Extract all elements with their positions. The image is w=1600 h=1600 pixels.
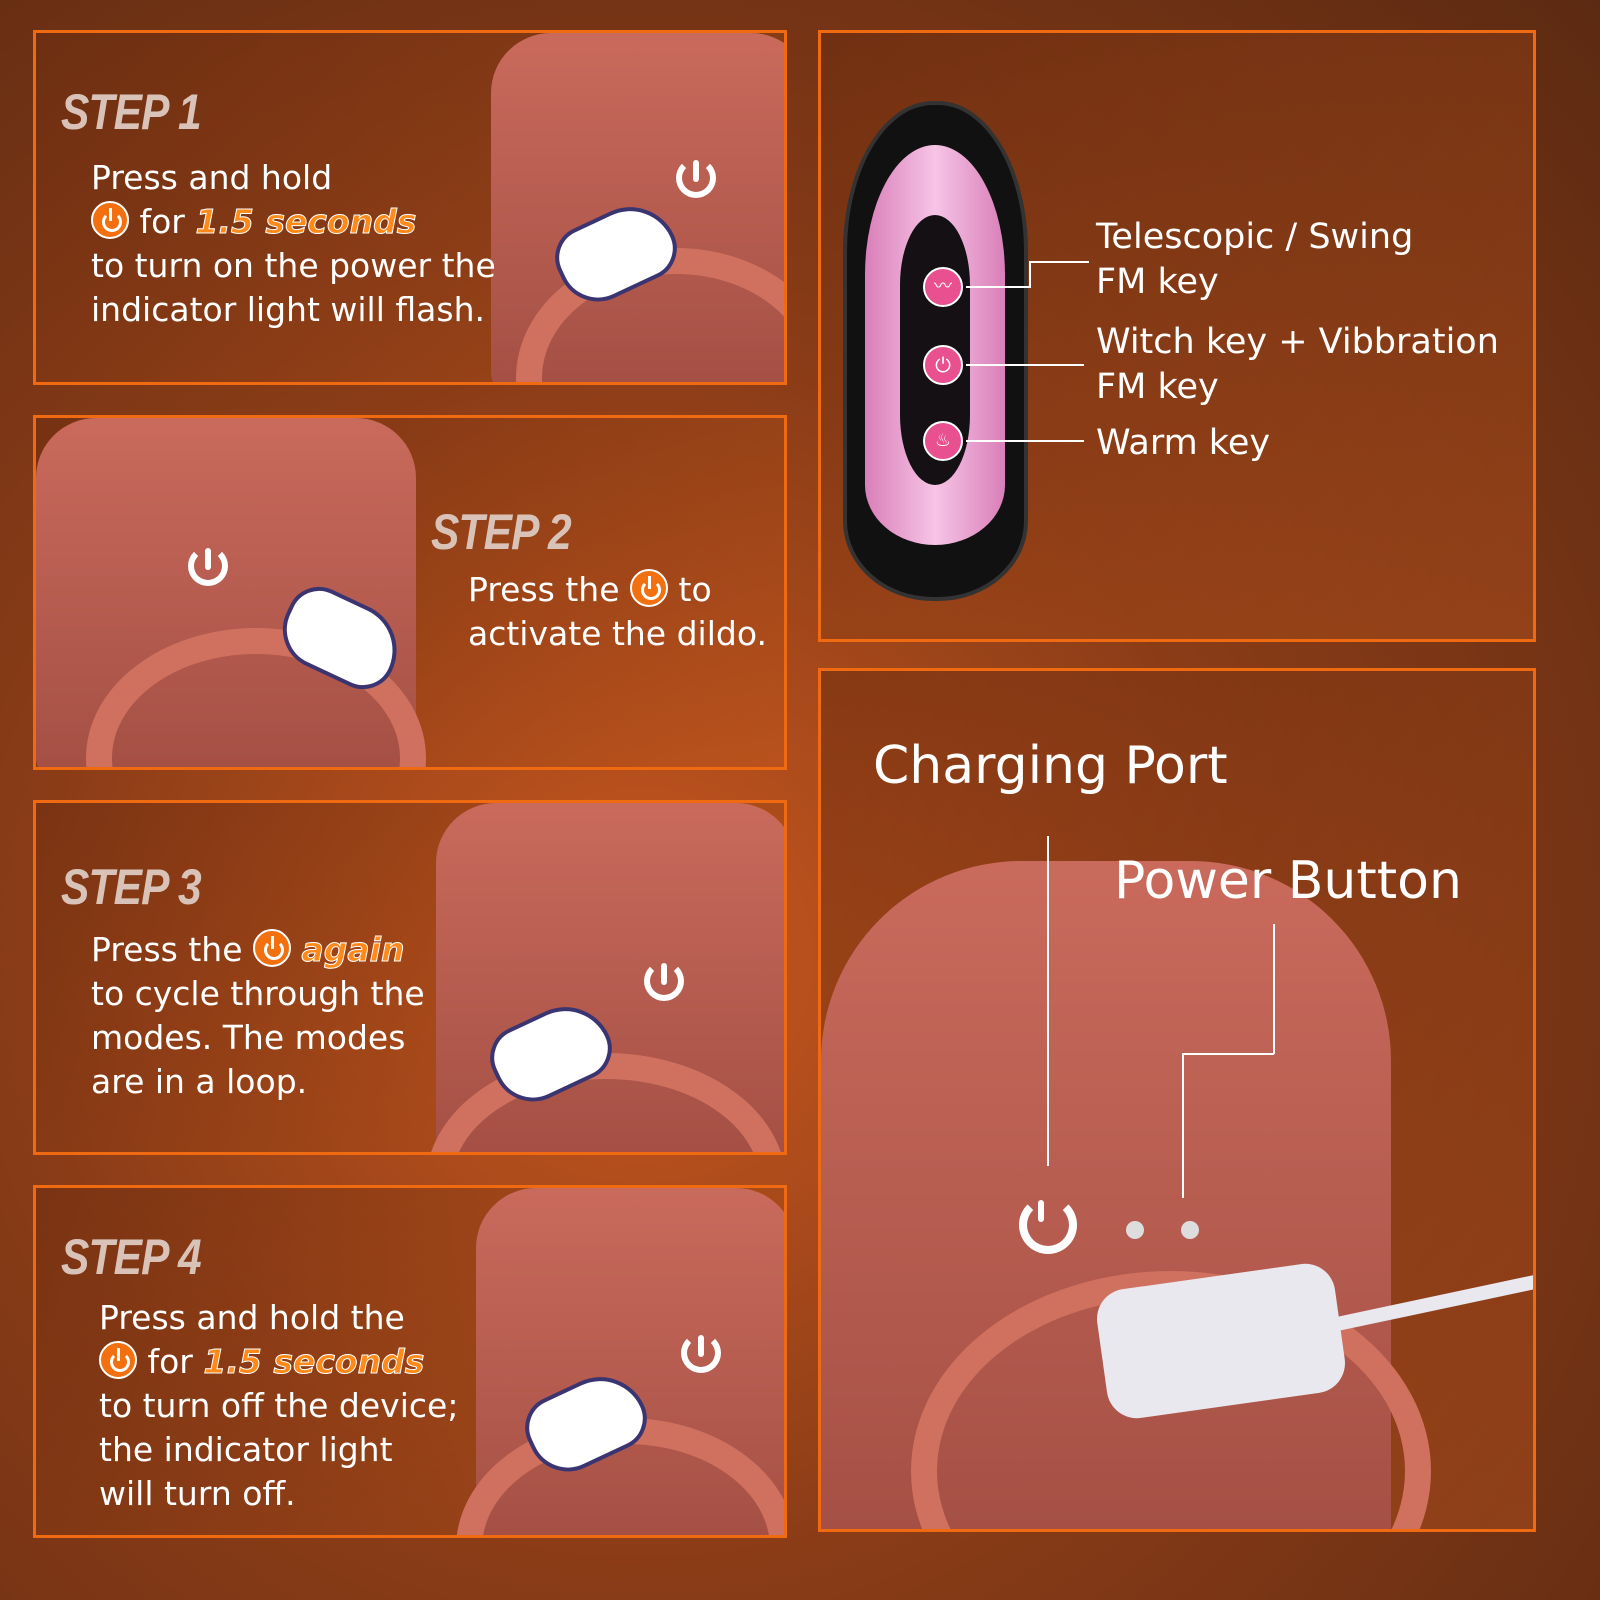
highlight-duration: 1.5 seconds bbox=[203, 1342, 425, 1382]
step-text: Press the to activate the dildo. bbox=[468, 568, 767, 656]
text-line: Press and hold the bbox=[99, 1298, 405, 1337]
wave-icon[interactable]: 〰 bbox=[923, 267, 963, 307]
flame-icon[interactable]: ♨ bbox=[923, 421, 963, 461]
power-icon bbox=[188, 546, 228, 586]
power-icon bbox=[253, 929, 291, 967]
power-icon bbox=[681, 1333, 721, 1373]
step-title: STEP 1 bbox=[61, 84, 202, 140]
text-line: for bbox=[147, 1342, 193, 1381]
step-text: Press and hold the for 1.5 seconds to tu… bbox=[99, 1296, 458, 1516]
highlight-duration: 1.5 seconds bbox=[195, 202, 417, 242]
power-button-icon[interactable] bbox=[1019, 1196, 1077, 1254]
charging-port-label: Charging Port bbox=[873, 736, 1228, 796]
step-title: STEP 3 bbox=[61, 859, 202, 915]
leader-line bbox=[1047, 836, 1049, 1166]
leader-line bbox=[1029, 261, 1031, 287]
power-icon bbox=[91, 201, 129, 239]
text-line: are in a loop. bbox=[91, 1062, 308, 1101]
step-2-panel: STEP 2 Press the to activate the dildo. bbox=[33, 415, 787, 770]
highlight-again: again bbox=[301, 930, 405, 970]
text-line: activate the dildo. bbox=[468, 614, 767, 653]
power-icon bbox=[630, 569, 668, 607]
text-line: Press the bbox=[91, 930, 243, 969]
step-3-panel: STEP 3 Press the again to cycle through … bbox=[33, 800, 787, 1155]
charging-panel: Charging Port Power Button bbox=[818, 668, 1536, 1532]
leader-line bbox=[966, 364, 1084, 366]
leader-line bbox=[1182, 1053, 1184, 1198]
text-line: Press the bbox=[468, 570, 620, 609]
text-line: to turn off the device; bbox=[99, 1386, 459, 1425]
step-text: Press the again to cycle through the mod… bbox=[91, 928, 425, 1104]
text-line: Press and hold bbox=[91, 158, 333, 197]
power-button-label: Power Button bbox=[1114, 851, 1462, 911]
text-line: indicator light will flash. bbox=[91, 290, 485, 329]
power-icon bbox=[99, 1341, 137, 1379]
step-title: STEP 4 bbox=[61, 1229, 202, 1285]
power-icon bbox=[676, 158, 716, 198]
text-line: for bbox=[139, 202, 185, 241]
power-key-icon[interactable]: ⏻ bbox=[923, 345, 963, 385]
step-4-panel: STEP 4 Press and hold the for 1.5 second… bbox=[33, 1185, 787, 1538]
text-line: to turn on the power the bbox=[91, 246, 496, 285]
text-line: modes. The modes bbox=[91, 1018, 406, 1057]
text-line: to bbox=[678, 570, 712, 609]
text-line: will turn off. bbox=[99, 1474, 296, 1513]
leader-line bbox=[1273, 924, 1275, 1054]
text-line: to cycle through the bbox=[91, 974, 425, 1013]
key-label-warm: Warm key bbox=[1096, 423, 1271, 463]
leader-line bbox=[1182, 1053, 1274, 1055]
text-line: the indicator light bbox=[99, 1430, 393, 1469]
leader-line bbox=[966, 286, 1031, 288]
step-title: STEP 2 bbox=[431, 504, 572, 560]
leader-line bbox=[1029, 261, 1089, 263]
charging-pins bbox=[1126, 1221, 1206, 1241]
power-icon bbox=[644, 961, 684, 1001]
step-text: Press and hold for 1.5 seconds to turn o… bbox=[91, 156, 496, 332]
step-1-panel: STEP 1 Press and hold for 1.5 seconds to… bbox=[33, 30, 787, 385]
leader-line bbox=[966, 440, 1084, 442]
